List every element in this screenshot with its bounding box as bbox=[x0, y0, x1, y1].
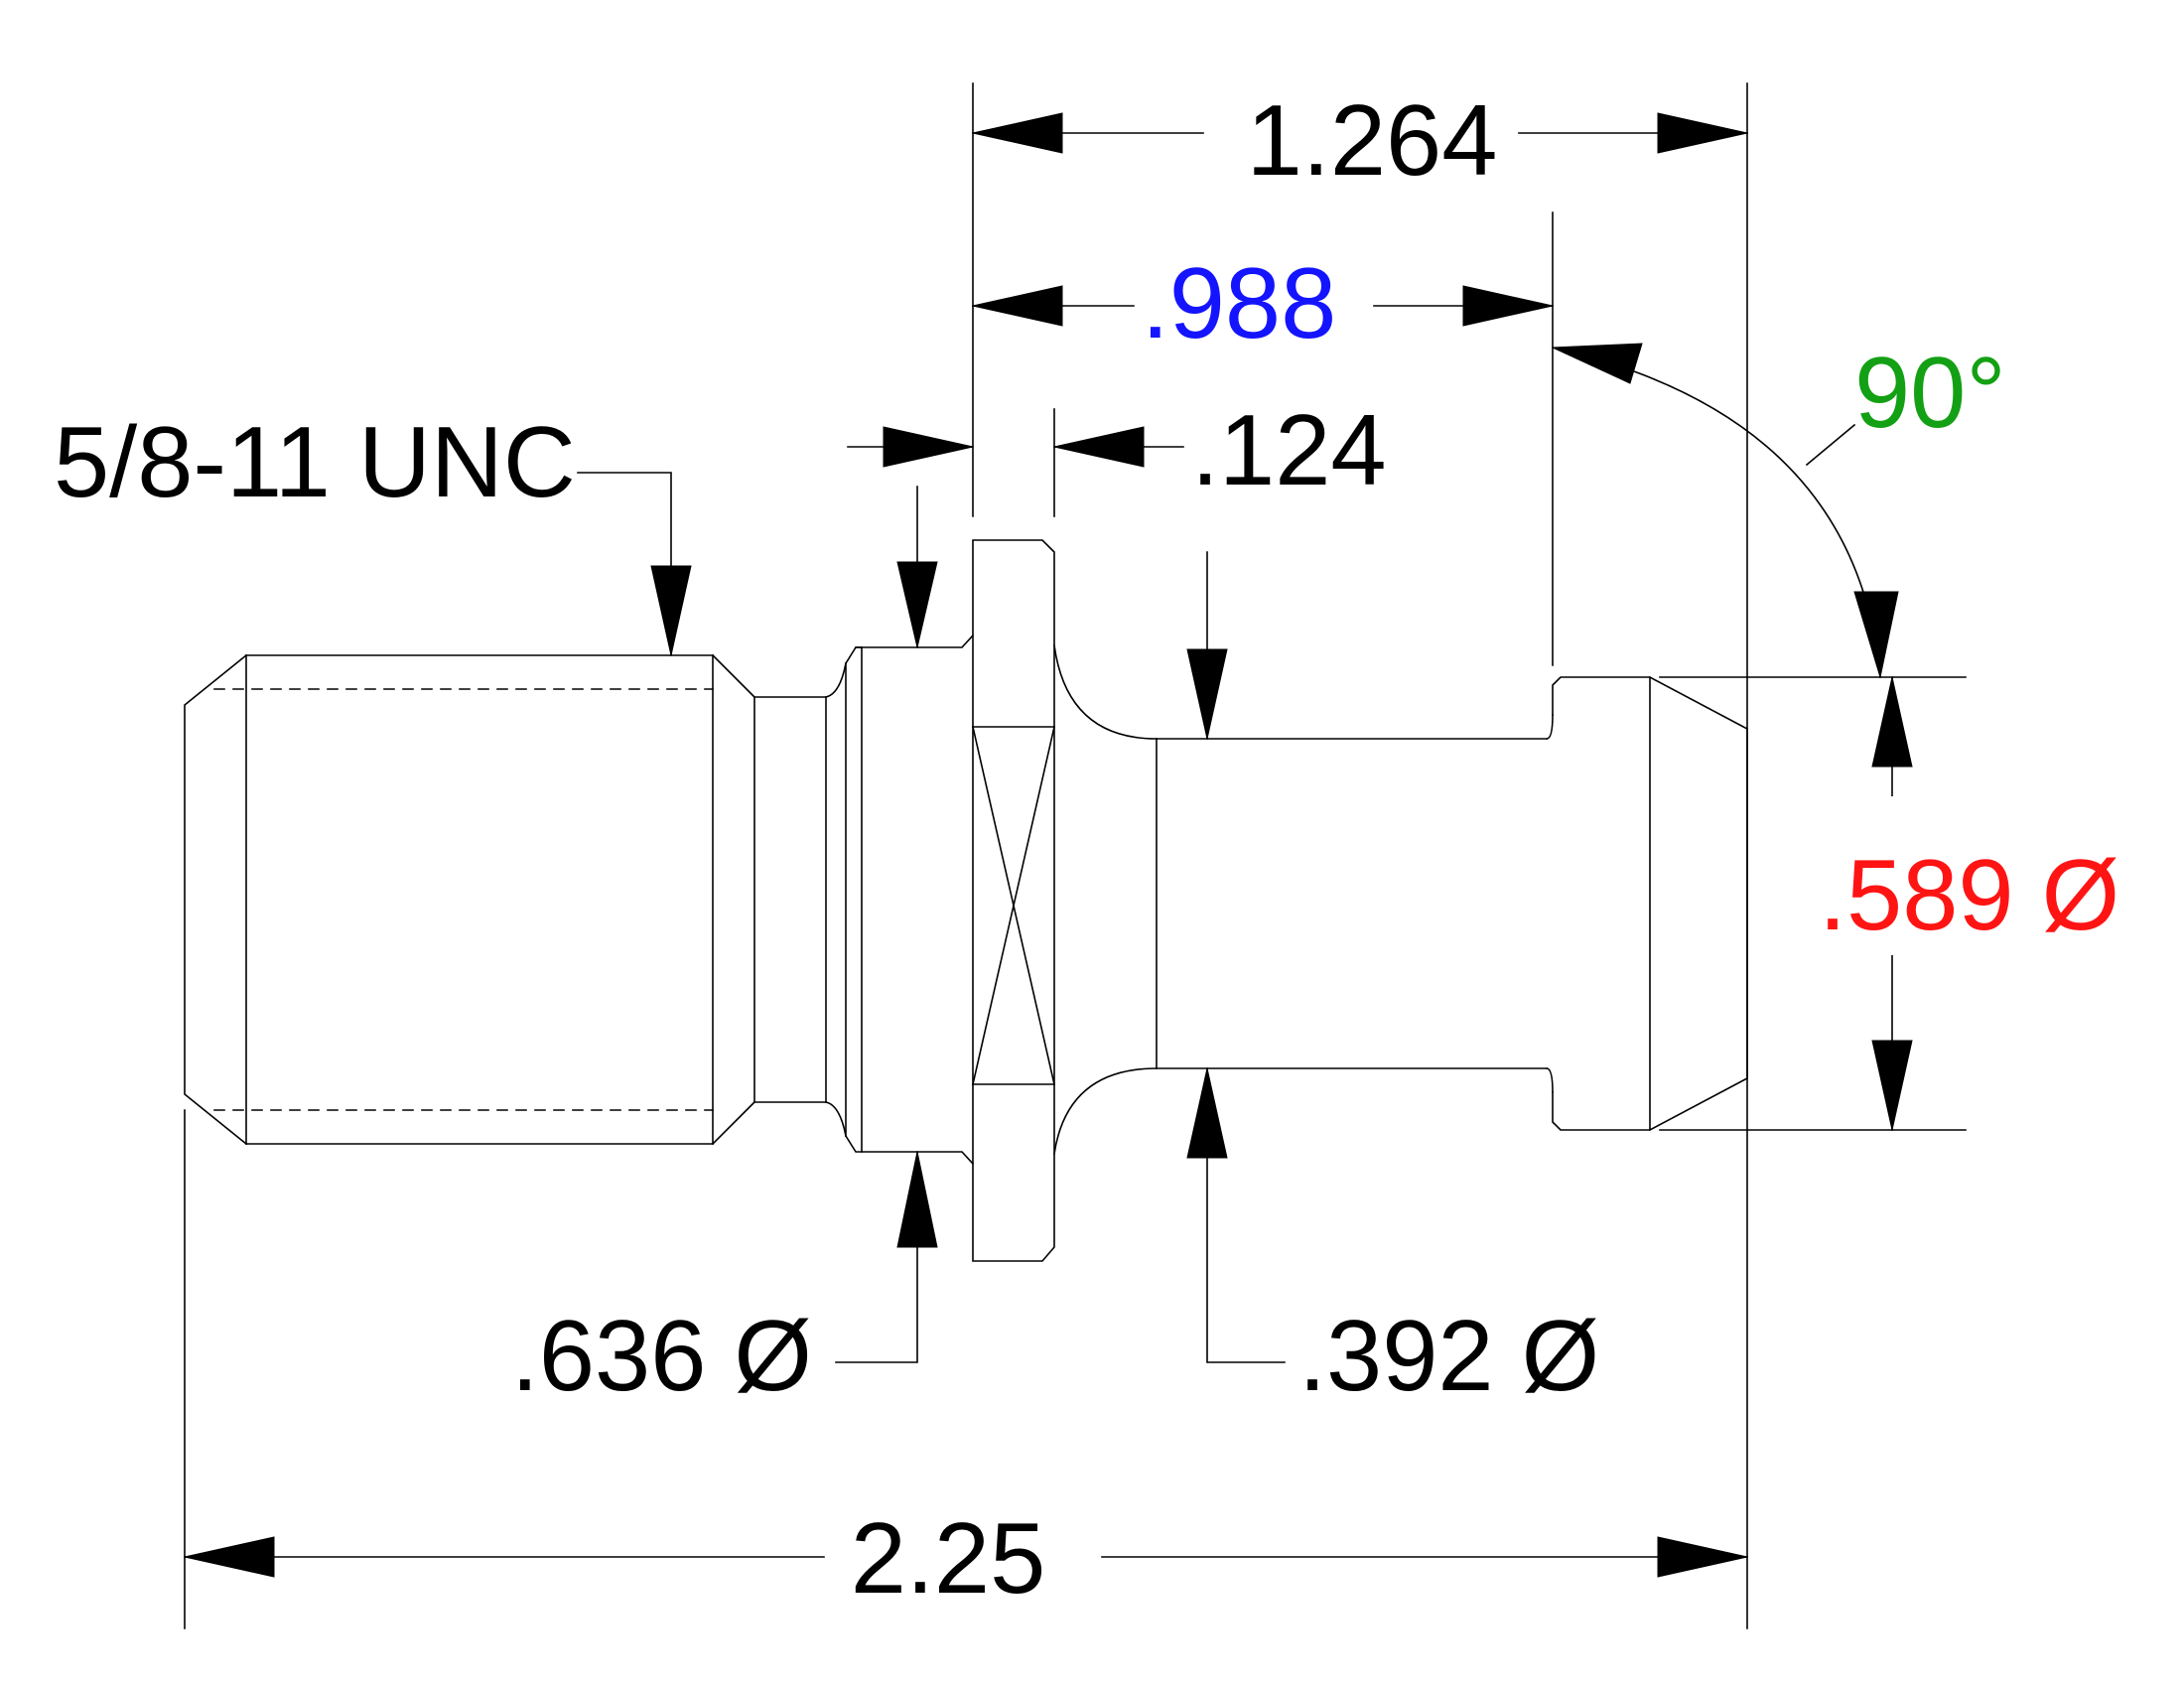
neck bbox=[1053, 644, 1554, 1155]
head bbox=[1552, 676, 1748, 1131]
dim-head-diameter: .589 Ø bbox=[1819, 676, 2119, 1131]
dim-cone-angle-text: 90° bbox=[1854, 338, 2006, 449]
dim-flange-to-neck-end-text: .988 bbox=[1142, 248, 1337, 359]
dim-flange-width-text: .124 bbox=[1191, 395, 1387, 506]
relief-groove bbox=[753, 662, 847, 1137]
dim-head-to-end-text: 1.264 bbox=[1247, 85, 1498, 197]
dim-flange-to-neck-end: .988 bbox=[972, 248, 1554, 359]
thread-callout-text: 5/8-11 UNC bbox=[54, 407, 576, 518]
dim-shoulder-diameter-text: .636 Ø bbox=[511, 1301, 812, 1412]
dim-shoulder-diameter: .636 Ø bbox=[511, 486, 938, 1412]
dim-head-to-end: 1.264 bbox=[972, 85, 1748, 197]
thread-section bbox=[184, 653, 755, 1146]
thread-callout: 5/8-11 UNC bbox=[54, 407, 692, 656]
dim-overall-length-text: 2.25 bbox=[851, 1503, 1046, 1615]
dim-flange-width: .124 bbox=[847, 395, 1387, 506]
flange bbox=[972, 539, 1055, 1262]
dim-cone-angle: 90° bbox=[1552, 338, 2006, 678]
dim-head-diameter-text: .589 Ø bbox=[1819, 840, 2119, 951]
part-outline bbox=[184, 539, 1748, 1262]
dim-neck-diameter: .392 Ø bbox=[1186, 551, 1599, 1412]
dim-overall-length: 2.25 bbox=[184, 1503, 1748, 1615]
dim-neck-diameter-text: .392 Ø bbox=[1298, 1301, 1599, 1412]
shoulder bbox=[844, 633, 975, 1166]
extension-lines bbox=[184, 82, 1967, 1629]
